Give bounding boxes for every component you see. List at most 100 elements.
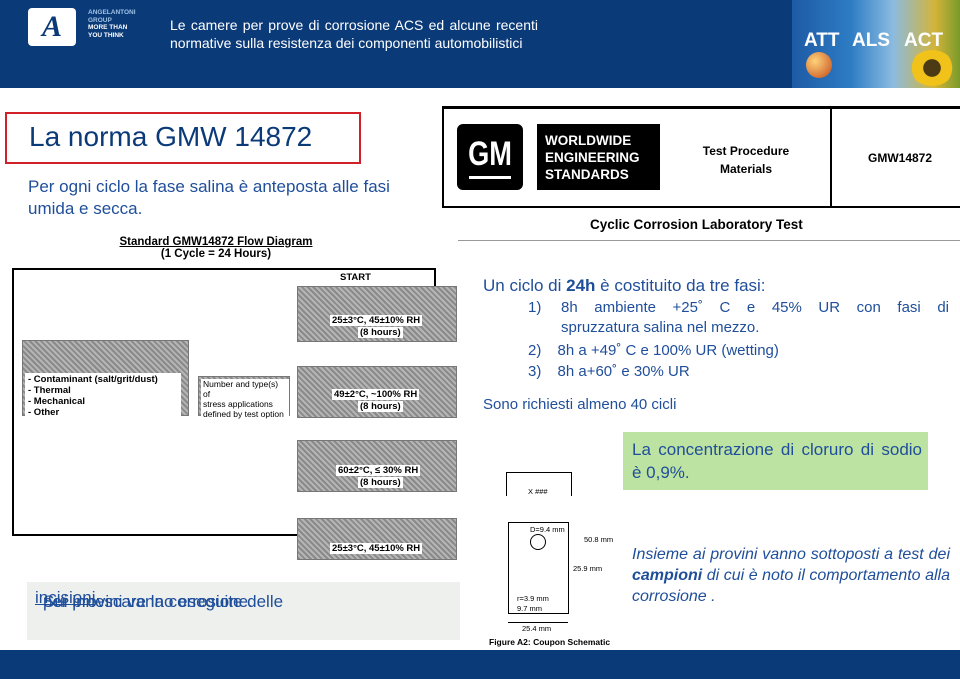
gm-logo: GM	[457, 124, 523, 190]
coupon-outline	[506, 472, 572, 473]
coupon-hole-icon	[530, 534, 546, 550]
coupon-base: 25.4 mm	[522, 624, 552, 633]
logo-line: ANGELANTONI	[88, 9, 136, 16]
phase-number: 1)	[528, 299, 542, 316]
brand-act: ACT	[904, 30, 944, 51]
brand-att: ATT	[804, 30, 840, 51]
concentration-text: La concentrazione di cloruro di sodio è …	[632, 440, 922, 482]
left-list-item: - Thermal	[28, 385, 71, 396]
note-underlined: incisioni	[35, 588, 96, 607]
flow-step4-label: 25±3°C, 45±10% RH	[330, 543, 423, 554]
cycles-required: Sono richiesti almeno 40 cicli	[483, 396, 677, 413]
slide-title-box: La norma GMW 14872	[5, 112, 361, 164]
stress-line: Number and type(s) of	[203, 379, 279, 399]
flow-step2-label: 49±2°C, ~100% RH	[332, 389, 420, 400]
logo-line: YOU THINK	[88, 31, 124, 39]
coupon-width-2: 25.9 mm	[573, 564, 603, 573]
flow-connector	[12, 534, 297, 536]
wes-line: STANDARDS	[545, 167, 629, 182]
wes-line: ENGINEERING	[545, 150, 640, 165]
gm-doc-subtitle: Cyclic Corrosion Laboratory Test	[590, 217, 803, 232]
flow-step2-box: 49±2°C, ~100% RH (8 hours)	[297, 366, 457, 418]
coupon-outline	[508, 522, 568, 523]
flow-step3-label: 60±2°C, ≤ 30% RH	[336, 465, 421, 476]
gm-standard-number: GMW14872	[868, 151, 933, 165]
phase-text: 8h ambiente +25˚ C e 45% UR con fasi di	[561, 299, 949, 316]
gm-border-left	[442, 106, 444, 208]
cycle-prefix: Un ciclo di	[483, 276, 567, 295]
incision-note: Sui provini vanno eseguite delle incisio…	[35, 586, 453, 611]
coupon-dimension	[508, 622, 568, 623]
flow-step3-duration: (8 hours)	[358, 477, 403, 488]
flow-step3-box: 60±2°C, ≤ 30% RH (8 hours)	[297, 440, 457, 492]
cycle-description: Un ciclo di 24h è costituito da tre fasi…	[483, 276, 766, 296]
stress-line: stress applications	[203, 399, 273, 409]
materials-label: Materials	[719, 162, 773, 176]
gm-border-top	[442, 106, 960, 109]
phase-text-cont: spruzzatura salina nel mezzo.	[561, 319, 760, 336]
flow-step1-box: 25±3°C, 45±10% RH (8 hours)	[297, 286, 457, 342]
italic-bold: campioni	[632, 567, 703, 584]
coupon-outline	[506, 472, 507, 496]
flow-diagram-title: Standard GMW14872 Flow Diagram (1 Cycle …	[116, 236, 316, 260]
phase-number: 3)	[528, 363, 542, 380]
logo-line: GROUP	[88, 16, 112, 24]
gm-border-bottom	[442, 206, 960, 208]
italic-prefix: Insieme ai provini vanno sottoposti a te…	[632, 546, 950, 563]
coupon-s: 9.7 mm	[517, 604, 543, 613]
logo-line: MORE THAN	[88, 24, 128, 31]
left-list-item: - Other	[28, 407, 60, 418]
phase-3: 3) 8h a+60˚ e 30% UR	[528, 363, 690, 380]
coupon-radius: r=3.9 mm	[517, 594, 549, 603]
flow-start: START	[340, 272, 371, 283]
coupon-outline	[571, 472, 572, 496]
flow-left-list: - Contaminant (salt/grit/dust) - Thermal…	[25, 373, 181, 419]
flower-icon	[910, 50, 954, 86]
coupon-mark: X ###	[528, 487, 548, 496]
gm-test-procedure: Test Procedure Materials	[700, 142, 792, 178]
coupon-caption: Figure A2: Coupon Schematic	[489, 637, 611, 647]
incision-note-box: Sui provini vanno eseguite delle incisio…	[27, 582, 460, 640]
gm-logo-text: GM	[468, 135, 512, 173]
intro-text: Per ogni ciclo la fase salina è antepost…	[28, 177, 390, 218]
cycle-suffix: è costituito da tre fasi:	[595, 276, 766, 295]
company-logo: A ANGELANTONI GROUP MORE THAN YOU THINK	[28, 0, 138, 56]
globe-icon	[806, 52, 832, 78]
phase-text: 8h a+60˚ e 30% UR	[557, 363, 690, 380]
concentration-box: La concentrazione di cloruro di sodio è …	[623, 432, 928, 490]
coupon-outline	[508, 522, 509, 614]
phase-2: 2) 8h a +49˚ C e 100% UR (wetting)	[528, 342, 779, 359]
flow-step2-duration: (8 hours)	[358, 401, 403, 412]
reference-samples-note: Insieme ai provini vanno sottoposti a te…	[632, 544, 950, 607]
coupon-outline	[568, 522, 569, 614]
header-photo: ATT ALS ACT	[792, 0, 960, 88]
flow-connector	[12, 268, 436, 270]
footer-bar	[0, 650, 960, 679]
test-procedure-label: Test Procedure	[702, 144, 790, 158]
slide-title: La norma GMW 14872	[29, 121, 313, 152]
stress-line: defined by test option	[203, 409, 284, 419]
italic-suffix: di cui è noto il comportamento alla corr…	[632, 567, 950, 605]
flow-connector	[434, 268, 436, 290]
flow-step1-duration: (8 hours)	[358, 327, 403, 338]
header-bar: A ANGELANTONI GROUP MORE THAN YOU THINK …	[0, 0, 960, 88]
flow-stress-box: Number and type(s) of stress application…	[198, 376, 290, 419]
flow-left-box: - Contaminant (salt/grit/dust) - Thermal…	[22, 340, 189, 419]
logo-mark-icon: A	[28, 8, 76, 46]
left-list-item: - Contaminant (salt/grit/dust)	[28, 374, 158, 385]
flow-stress-note: Number and type(s) of stress application…	[201, 379, 289, 419]
gm-logo-underline	[469, 176, 511, 179]
header-title: Le camere per prove di corrosione ACS ed…	[170, 17, 538, 51]
phase-1: 1) 8h ambiente +25˚ C e 45% UR con fasi …	[528, 299, 949, 336]
flow-connector	[12, 268, 14, 536]
gm-wes-block: WORLDWIDE ENGINEERING STANDARDS	[537, 124, 660, 190]
coupon-width-1: 50.8 mm	[584, 535, 614, 544]
gm-separator	[458, 240, 960, 241]
coupon-diameter: D=9.4 mm	[530, 525, 565, 534]
phase-number: 2)	[528, 342, 542, 359]
gm-border-divider	[830, 106, 832, 208]
cycle-bold: 24h	[566, 276, 596, 295]
phase-text: 8h a +49˚ C e 100% UR (wetting)	[557, 342, 779, 359]
flow-step4-box: 25±3°C, 45±10% RH	[297, 518, 457, 560]
left-list-item: - Mechanical	[28, 396, 86, 407]
